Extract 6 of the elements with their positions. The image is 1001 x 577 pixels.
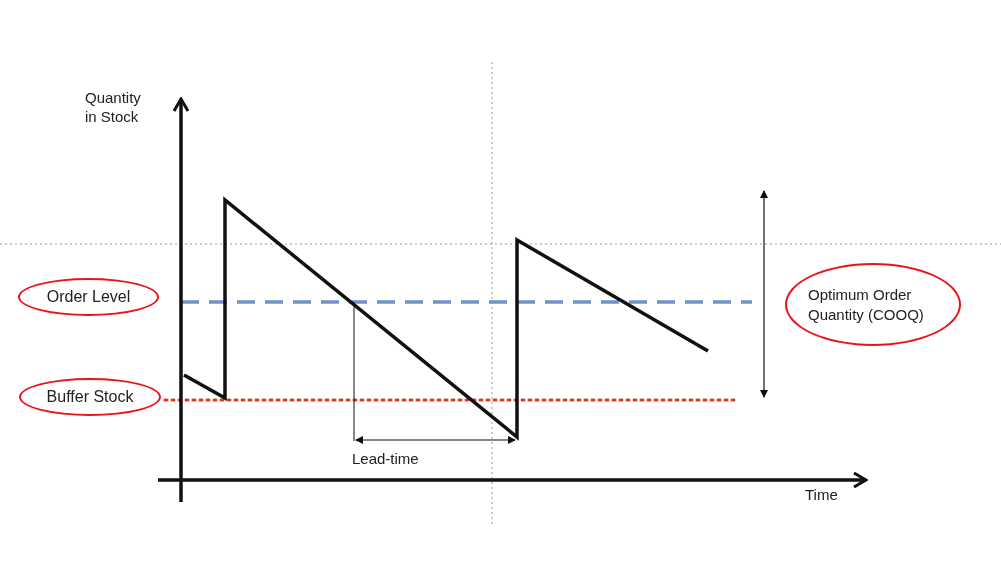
callout-text: Order Level <box>46 287 131 307</box>
callout-text: Optimum Order Quantity (COOQ) <box>808 284 925 325</box>
callout-text: Buffer Stock <box>46 387 134 407</box>
axis-title: Quantity in Stock <box>85 88 142 126</box>
dimension-label: Lead-time <box>352 449 420 468</box>
axis-title: Time <box>805 485 839 504</box>
